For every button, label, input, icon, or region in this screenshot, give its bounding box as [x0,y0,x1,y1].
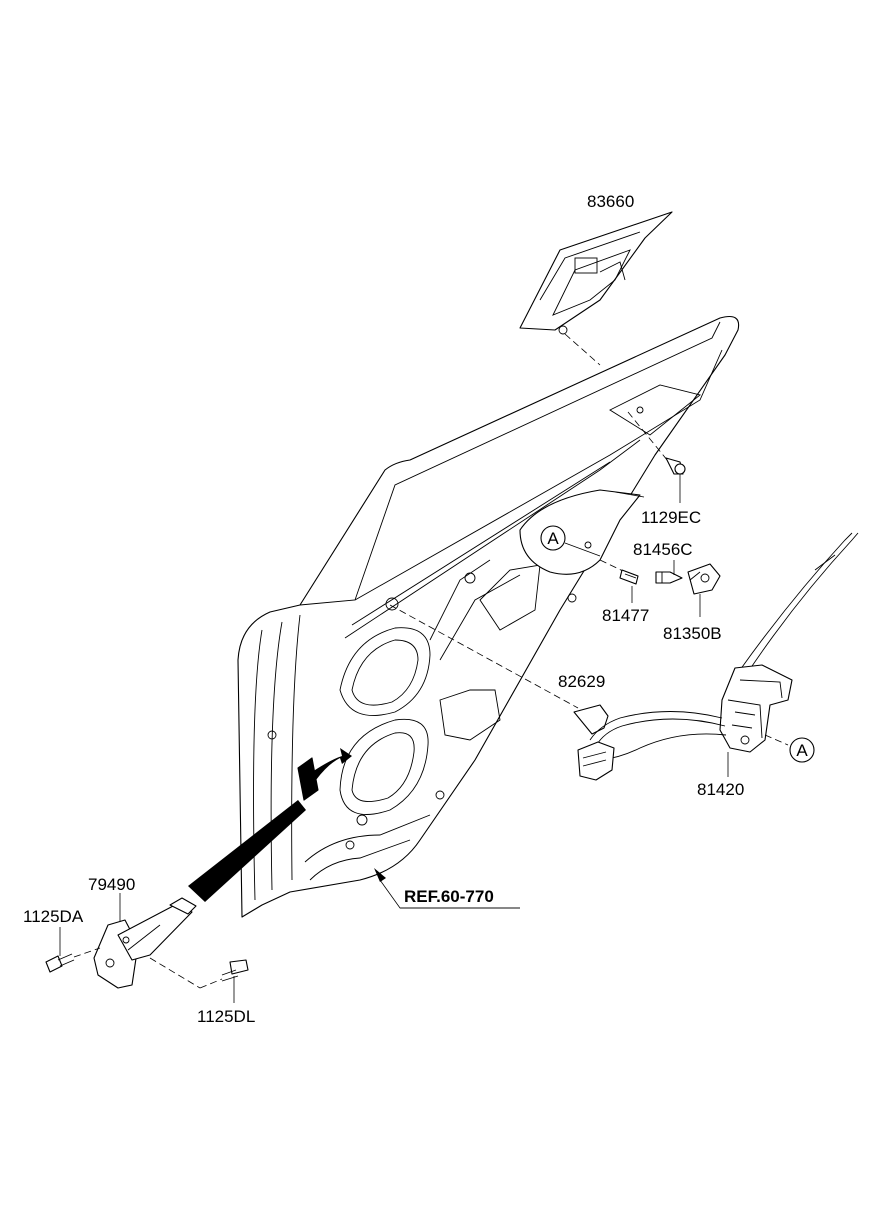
label-79490: 79490 [88,875,135,894]
bolt-1125da [45,947,101,973]
leader-1129ec-b [614,491,645,498]
leader-1129ec-dash [627,411,673,467]
label-81456c: 81456C [633,540,693,559]
bolt-81477 [599,559,639,585]
inside-handle-83660 [519,211,673,335]
label-1125dl: 1125DL [197,1007,255,1026]
cover-82629 [389,604,609,735]
label-82629: 82629 [558,672,605,691]
screw-1129ec [665,457,686,475]
callout-a-right: A [764,734,815,763]
latch-assembly-81420 [577,532,859,781]
reference-label: REF.60-770 [404,887,494,906]
striker-81350b [687,563,721,595]
ref-leader [374,868,520,909]
callout-a-right-text: A [796,741,808,760]
label-81350b: 81350B [663,624,722,643]
callout-a-left-text: A [547,529,559,548]
label-83660: 83660 [587,192,634,211]
door-checker-79490 [93,897,197,989]
callout-a-left: A [540,525,601,557]
leader-83660-a [564,333,601,366]
label-1129ec: 1129EC [641,508,701,527]
bolt-1125dl [149,957,249,989]
bolt-81456c [655,571,683,584]
label-1125da: 1125DA [23,907,84,926]
label-81477: 81477 [602,606,649,625]
label-81420: 81420 [697,780,744,799]
installation-arrow [188,748,352,902]
rear-door-panel [237,315,740,918]
